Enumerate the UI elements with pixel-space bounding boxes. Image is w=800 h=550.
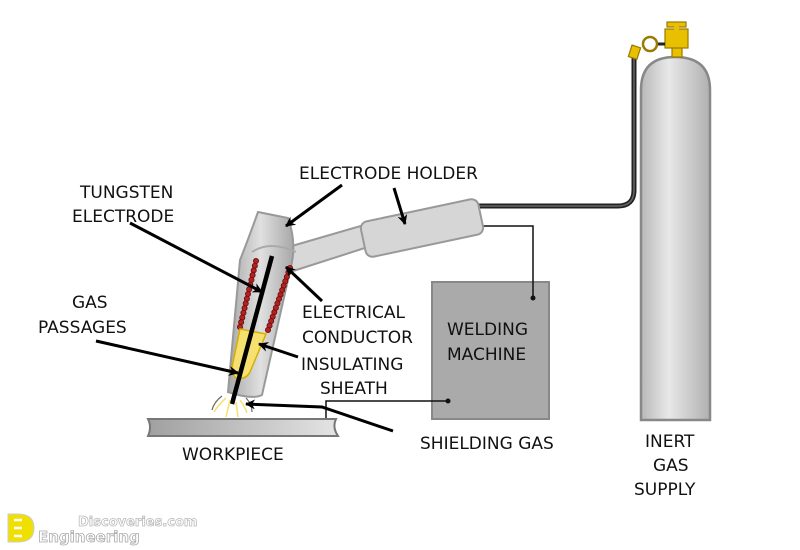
inert-gas-cylinder [627,21,712,422]
label-inert-gas-2: GAS [653,456,689,476]
label-workpiece: WORKPIECE [182,445,284,465]
label-insulating-sheath-1: INSULATING [301,355,403,375]
conductor-bead [264,326,271,333]
watermark-logo: Discoveries.com Engineering [7,513,198,546]
welding-machine-box [431,281,550,420]
label-insulating-sheath-2: SHEATH [320,379,388,399]
label-inert-gas-3: SUPPLY [634,480,696,500]
tungsten-electrode [229,255,275,405]
label-tungsten-electrode-1: TUNGSTEN [79,183,173,203]
leader-arrows [95,183,408,433]
label-welding-machine-2: MACHINE [447,345,526,365]
label-tungsten-electrode-2: ELECTRODE [72,207,174,227]
label-electrical-conductor-1: ELECTRICAL [302,303,406,323]
label-electrical-conductor-2: CONDUCTOR [302,328,413,348]
label-inert-gas-1: INERT [645,432,695,452]
label-shielding-gas: SHIELDING GAS [420,434,554,454]
valve-ring [641,35,659,53]
torch [211,210,297,418]
insulating-sheath [230,328,268,380]
label-gas-passages-2: PASSAGES [38,318,127,338]
gas-hose [478,58,637,209]
watermark-line2: Engineering [38,528,140,546]
label-electrode-holder: ELECTRODE HOLDER [299,164,478,184]
workpiece [146,418,340,437]
label-gas-passages-1: GAS [72,293,108,313]
watermark-line1: Discoveries.com [78,515,197,530]
label-welding-machine-1: WELDING [447,320,528,340]
electrode-holder [276,198,485,274]
